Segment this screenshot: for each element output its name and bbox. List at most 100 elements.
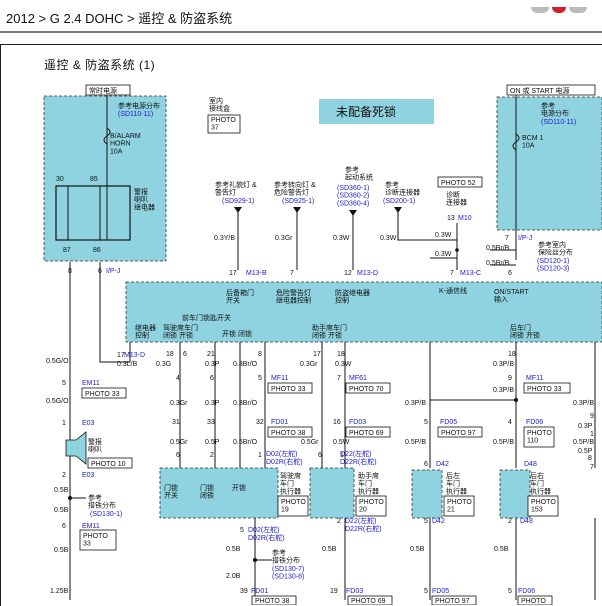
- svg-text:D48[interactable]: D48: [524, 461, 537, 468]
- svg-text:FD03[interactable]: FD03: [349, 419, 366, 426]
- svg-text:8: 8: [258, 351, 262, 358]
- svg-text:0.3Gr: 0.3Gr: [275, 235, 293, 242]
- svg-text:D02R(右舵)[interactable]: D02R(右舵): [266, 457, 303, 466]
- svg-text:MF61[interactable]: MF61: [349, 375, 367, 382]
- left-fuse-symbol: [103, 127, 111, 145]
- svg-text:0.3P: 0.3P: [205, 400, 220, 407]
- photo-37[interactable]: [207, 114, 241, 134]
- photo-33-left[interactable]: [81, 387, 127, 399]
- svg-text:驾驶席车门闭锁 开锁: 驾驶席车门闭锁 开锁: [163, 323, 198, 340]
- photo-52[interactable]: [437, 176, 483, 188]
- svg-text:0.5Gr: 0.5Gr: [301, 439, 319, 446]
- svg-text:M13-B: M13-B: [246, 270, 267, 277]
- svg-text:MF11[interactable]: MF11: [271, 375, 288, 382]
- photo-19[interactable]: [277, 495, 309, 517]
- photo-20[interactable]: [355, 495, 387, 517]
- ref-diag-conn[interactable]: 参考诊断连接器 (SD200-1) 0.3W: [380, 180, 430, 242]
- svg-text:EM11[interactable]: EM11: [82, 523, 100, 530]
- right-ref-label[interactable]: 参考电源分布: [541, 101, 569, 118]
- svg-text:M13-D[interactable]: M13-D: [124, 352, 145, 359]
- right-ref-link[interactable]: (SD110-11): [541, 119, 576, 126]
- svg-text:FD05[interactable]: FD05: [432, 588, 449, 595]
- svg-text:(SD130-1)[interactable]: (SD130-1): [90, 511, 122, 518]
- svg-text:6: 6: [318, 452, 322, 459]
- svg-text:D42[interactable]: D42: [436, 461, 449, 468]
- svg-text:后车门闭锁 开锁: 后车门闭锁 开锁: [510, 323, 540, 340]
- svg-text:(SD360-1)(SD360-2)(SD360-4): (SD360-1)(SD360-2)(SD360-4): [337, 185, 369, 207]
- ref-starting[interactable]: 参考起动系统 (SD360-1)(SD360-2)(SD360-4) 0.3W …: [333, 165, 378, 277]
- ref-courtesy[interactable]: 参考礼貌灯 &警告灯 (SD929-1) 0.3Y/B 17 M13-B: [214, 180, 267, 277]
- svg-text:FD03[interactable]: FD03: [346, 588, 363, 595]
- svg-text:E03[interactable]: E03: [82, 420, 95, 427]
- left-ref-link[interactable]: (SD110-11): [118, 111, 153, 118]
- svg-text:33: 33: [207, 419, 215, 426]
- photo-69-b[interactable]: [347, 595, 393, 605]
- ref-turn-hazard[interactable]: 参考转向灯 &危险警告灯 (SD925-1) 0.3Gr 7: [274, 180, 316, 277]
- svg-text:D22(左舵)[interactable]: D22(左舵): [340, 449, 372, 458]
- svg-text:PHOTO 69: PHOTO 69: [349, 430, 384, 437]
- svg-text:D22R(右舵)[interactable]: D22R(右舵): [345, 524, 382, 533]
- svg-text:5: 5: [424, 588, 428, 595]
- photo-38-b[interactable]: [251, 595, 297, 605]
- svg-text:0.5B: 0.5B: [54, 507, 69, 514]
- svg-text:D42[interactable]: D42: [432, 518, 445, 525]
- right-conn[interactable]: I/P-J: [518, 235, 532, 242]
- svg-text:M13-D: M13-D: [357, 270, 378, 277]
- photo-21[interactable]: [443, 495, 475, 517]
- photo-38[interactable]: [267, 426, 313, 438]
- right-ref2-link[interactable]: (SD120-1)(SD120-3): [537, 258, 569, 273]
- photo-33-mid[interactable]: [267, 382, 313, 394]
- pin-85: 85: [90, 176, 98, 183]
- svg-text:FD06[interactable]: FD06: [518, 588, 535, 595]
- svg-text:D02(左舵)[interactable]: D02(左舵): [266, 449, 298, 458]
- svg-text:19: 19: [330, 588, 338, 595]
- svg-text:7: 7: [590, 464, 594, 471]
- photo-110[interactable]: [523, 426, 555, 448]
- svg-text:参考搭铁分布[interactable]: 参考搭铁分布: [88, 493, 116, 510]
- diag-conn[interactable]: M10: [458, 215, 472, 222]
- pin-86: 86: [93, 247, 101, 254]
- bcm-module: [125, 281, 602, 343]
- photo-70[interactable]: [345, 382, 391, 394]
- left-ref-label[interactable]: 参考电源分布: [118, 101, 160, 110]
- out-conn[interactable]: I/P-J: [106, 268, 120, 275]
- svg-text:FD05[interactable]: FD05: [440, 419, 457, 426]
- diag-conn-7[interactable]: M13-C: [460, 270, 481, 277]
- svg-text:D22R(右舵)[interactable]: D22R(右舵): [340, 457, 377, 466]
- right-ref2-label[interactable]: 参考室内保险丝分布: [538, 240, 573, 257]
- svg-text:0.3L/B: 0.3L/B: [117, 361, 138, 368]
- svg-text:门锁开关: 门锁开关: [164, 483, 178, 500]
- photo-33-right[interactable]: [523, 382, 571, 394]
- svg-text:后左车门执行器: 后左车门执行器: [446, 471, 467, 495]
- svg-text:1: 1: [590, 431, 594, 438]
- svg-text:FD06[interactable]: FD06: [526, 419, 543, 426]
- svg-text:参考搭铁分布[interactable]: 参考搭铁分布: [272, 548, 300, 565]
- photo-33-left-b[interactable]: [79, 529, 117, 551]
- svg-text:D02(左舵)[interactable]: D02(左舵): [248, 525, 280, 534]
- svg-text:0.5P/B: 0.5P/B: [405, 439, 426, 446]
- svg-text:1: 1: [258, 452, 262, 459]
- photo-right-b[interactable]: [517, 595, 553, 605]
- photo-69[interactable]: [345, 426, 391, 438]
- breadcrumb[interactable]: 2012 > G 2.4 DOHC > 遥控 & 防盗系统: [6, 11, 233, 26]
- photo-10[interactable]: [87, 457, 133, 469]
- svg-text:0.5P/B: 0.5P/B: [573, 439, 594, 446]
- svg-text:D02R(右舵)[interactable]: D02R(右舵): [248, 533, 285, 542]
- svg-text:D48[interactable]: D48: [520, 518, 533, 525]
- photo-97-b[interactable]: [431, 595, 477, 605]
- svg-text:0.5G/O: 0.5G/O: [46, 398, 69, 405]
- photo-97[interactable]: [437, 426, 483, 438]
- svg-text:FD01[interactable]: FD01: [271, 419, 288, 426]
- svg-text:MF11[interactable]: MF11: [526, 375, 543, 382]
- svg-text:17: 17: [229, 270, 237, 277]
- alarm-horn-relay: [55, 185, 131, 241]
- svg-text:(SD130-7)(SD130-8)[interactable]: (SD130-7)(SD130-8): [272, 566, 304, 581]
- svg-text:EM11[interactable]: EM11: [82, 380, 100, 387]
- diagram-title: 遥控 & 防盗系统 (1): [44, 58, 156, 72]
- svg-text:D22(左舵)[interactable]: D22(左舵): [345, 516, 377, 525]
- svg-text:E03[interactable]: E03: [82, 472, 95, 479]
- photo-153[interactable]: [527, 495, 559, 517]
- svg-text:FD01[interactable]: FD01: [251, 588, 268, 595]
